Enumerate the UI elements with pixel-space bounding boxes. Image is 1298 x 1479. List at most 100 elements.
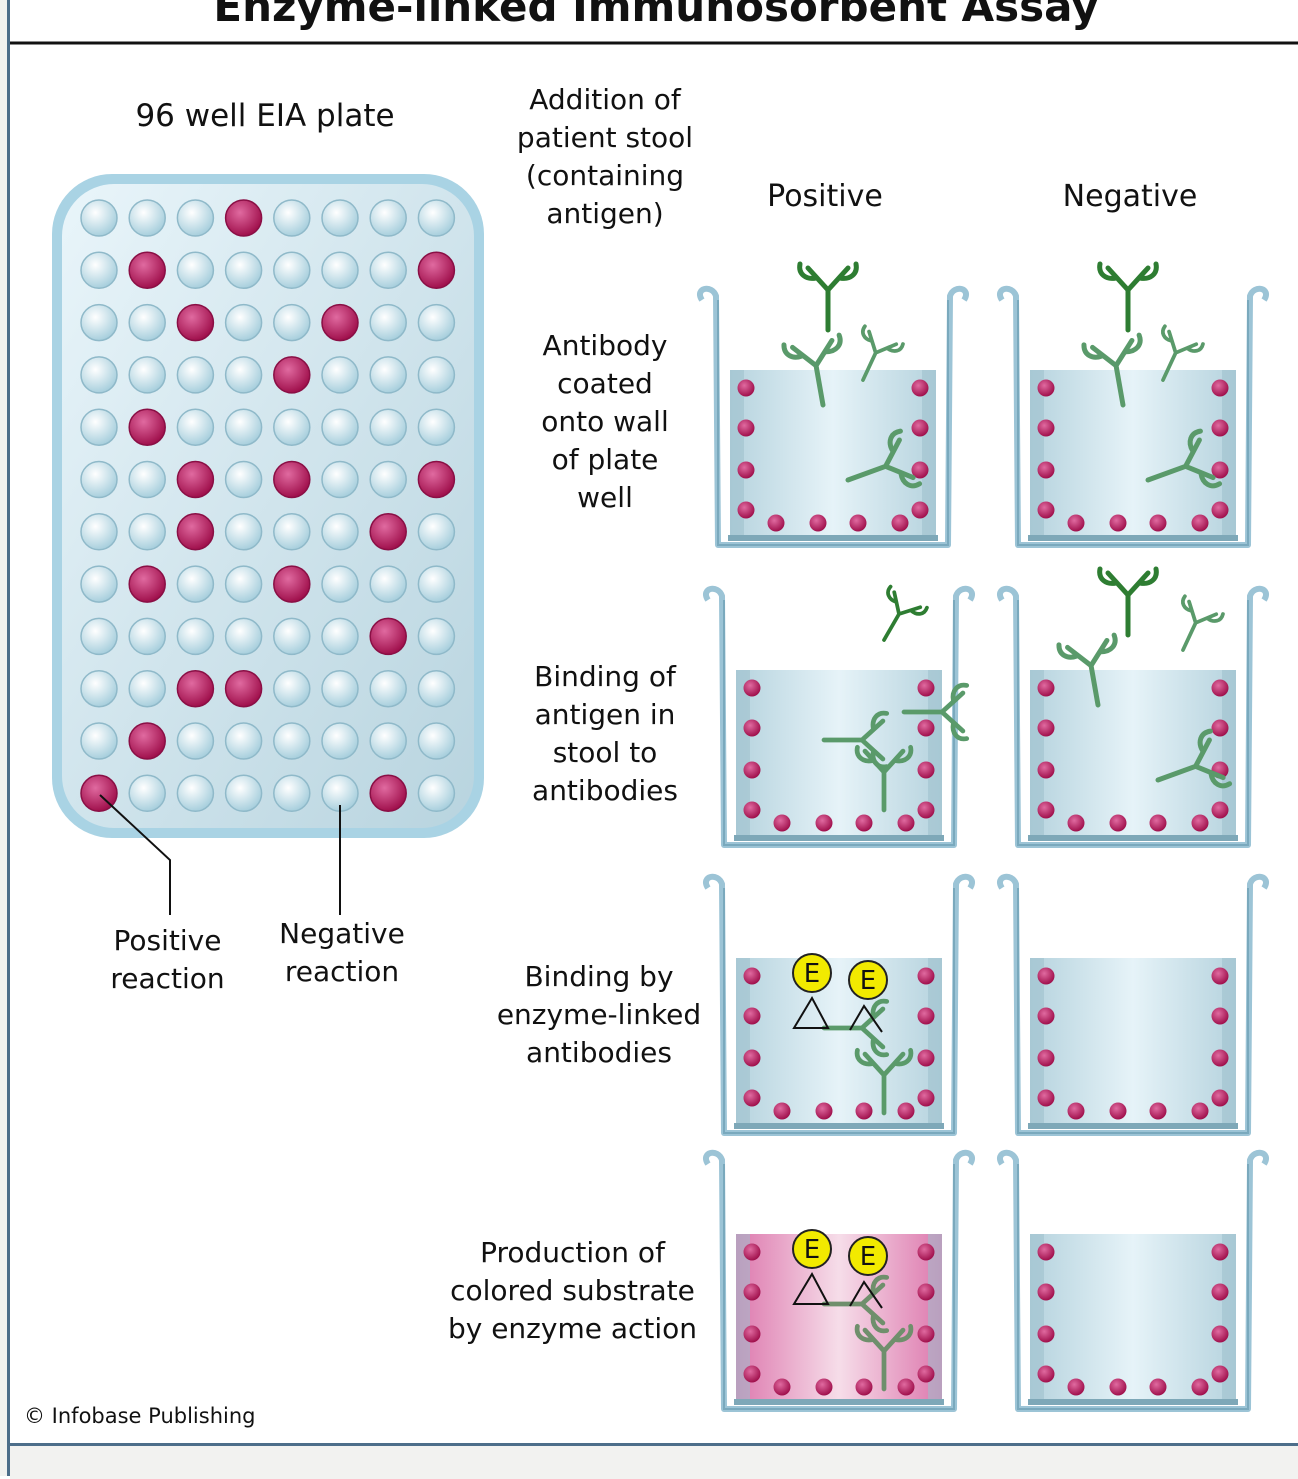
coated-antigen-dot (1037, 1325, 1055, 1343)
plate-well-negative (321, 513, 359, 551)
antigen-triangle (792, 995, 830, 1029)
coated-antigen-dot (917, 1089, 935, 1107)
plate-well-negative (273, 774, 311, 813)
coated-antigen-dot (891, 514, 909, 532)
coated-antigen-dot (743, 1243, 761, 1261)
coated-antigen-dot (911, 379, 929, 397)
plate-well-positive (321, 303, 359, 342)
plate-well-negative (369, 356, 407, 394)
coated-antigen-dot (1037, 1283, 1055, 1301)
plate-well-negative (321, 356, 359, 394)
coated-antigen-dot (917, 1365, 935, 1383)
coated-antigen-dot (743, 801, 761, 819)
coated-antigen-dot (1149, 1378, 1167, 1396)
coated-antigen-dot (1037, 1089, 1055, 1107)
plate-well-negative (273, 722, 311, 760)
coated-antigen-dot (743, 1089, 761, 1107)
plate-well-negative (417, 722, 456, 760)
plate-well-negative (369, 199, 407, 237)
page-title: Enzyme-linked Immunosorbent Assay (213, 0, 1099, 31)
coated-antigen-dot (743, 679, 761, 697)
plate-well-negative (128, 669, 166, 708)
plate-well-negative (369, 565, 407, 603)
plate-well-negative (417, 356, 456, 394)
antigen-triangle (792, 1271, 830, 1305)
step-label-enzyme-binding: Binding by enzyme-linked antibodies (496, 960, 702, 1069)
enzyme-letter: E (860, 1242, 876, 1272)
plate-well-negative (80, 460, 118, 499)
plate-well-negative (273, 251, 311, 290)
plate-well-positive (128, 722, 166, 760)
plate-well-negative (176, 565, 215, 603)
enzyme-letter: E (804, 959, 820, 989)
plate-well-negative (321, 251, 359, 290)
antigen-triangle (849, 1280, 883, 1309)
coated-antigen-dot (1211, 419, 1229, 437)
coated-antigen-dot (911, 419, 929, 437)
plate-well-positive (176, 460, 215, 499)
plate-well-negative (176, 774, 215, 813)
plate-well-negative (273, 513, 311, 551)
coated-antigen-dot (855, 1378, 873, 1396)
free-antibody (1155, 728, 1233, 789)
plate-well-negative (128, 303, 166, 342)
enzyme-label: E (848, 960, 888, 1000)
plate-well-negative (80, 199, 118, 237)
well-liquid (736, 1234, 942, 1403)
plate-well-negative (176, 251, 215, 290)
coated-antigen-dot (737, 501, 755, 519)
coated-antigen-dot (1037, 719, 1055, 737)
coated-antigen-dot (815, 814, 833, 832)
step-label-antigen-binding: Binding of antigen in stool to antibodie… (532, 660, 678, 807)
coated-antigen-dot (917, 1049, 935, 1067)
bound-antibody (854, 744, 914, 813)
plate-well-negative (80, 722, 118, 760)
plate-well-negative (224, 774, 263, 813)
coated-antigen-dot (743, 1283, 761, 1301)
free-antibody (861, 324, 905, 382)
coated-antigen-dot (737, 419, 755, 437)
enzyme-letter: E (860, 966, 876, 996)
coated-antigen-dot (1067, 814, 1085, 832)
plate-well-negative (224, 722, 263, 760)
column-header-negative: Negative (1062, 179, 1198, 214)
antigen-triangle (849, 1004, 883, 1033)
coated-antigen-dot (855, 1102, 873, 1120)
plate-well-negative (176, 408, 215, 446)
coated-antigen-dot (743, 967, 761, 985)
coated-antigen-dot (1211, 1365, 1229, 1383)
plate-well-negative (417, 199, 456, 237)
coated-antigen-dot (1037, 419, 1055, 437)
plate-well-positive (369, 617, 407, 656)
plate-well-negative (80, 565, 118, 603)
plate-well-negative (273, 617, 311, 656)
plate-well-negative (176, 617, 215, 656)
plate-well-negative (224, 356, 263, 394)
plate-well-negative (369, 303, 407, 342)
coated-antigen-dot (1211, 1325, 1229, 1343)
well-positive-step1 (697, 261, 969, 548)
plate-well-negative (417, 669, 456, 708)
plate-well-negative (417, 303, 456, 342)
bound-antibody (854, 1323, 914, 1392)
plate-well-negative (321, 669, 359, 708)
coated-antigen-dot (849, 514, 867, 532)
coated-antigen-dot (1037, 379, 1055, 397)
bound-antibody (854, 1047, 914, 1116)
coated-antigen-dot (1211, 461, 1229, 479)
plate-well-positive (128, 408, 166, 446)
coated-antigen-dot (743, 761, 761, 779)
coated-antigen-dot (743, 1007, 761, 1025)
free-antibody (1181, 594, 1225, 652)
plate-well-positive (273, 460, 311, 499)
plate-well-positive (417, 251, 456, 290)
free-antibody (1056, 632, 1118, 708)
enzyme-label: E (848, 1236, 888, 1276)
coated-antigen-dot (767, 514, 785, 532)
coated-antigen-dot (1211, 1007, 1229, 1025)
plate-well-negative (273, 303, 311, 342)
plate-well-negative (224, 408, 263, 446)
coated-antigen-dot (897, 1102, 915, 1120)
plate-well-positive (176, 303, 215, 342)
